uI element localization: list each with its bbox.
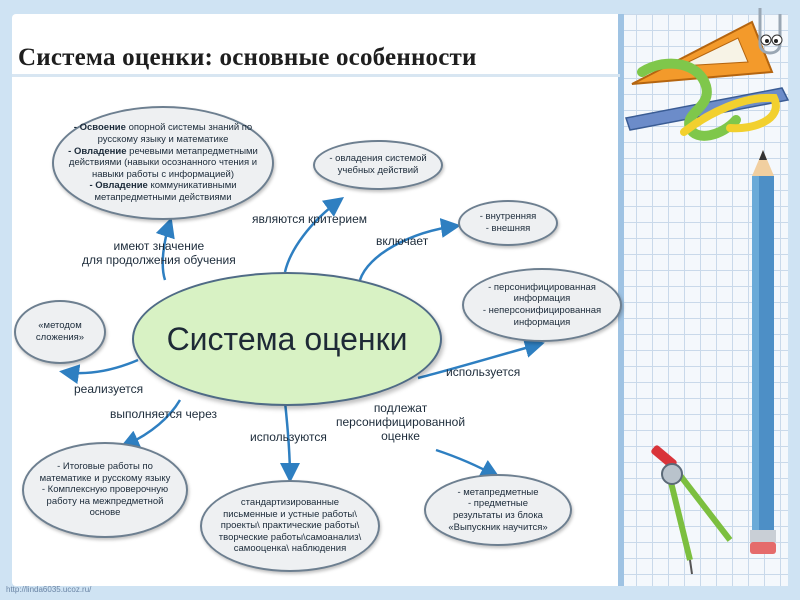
node-includes-line1: - внутренняя [479,211,537,223]
node-criterion-line2: учебных действий [337,165,419,176]
arrow-to-final [119,399,182,449]
node-mastery-line4: действиями (навыки осознанного чтения и [68,157,258,169]
node-mastery-line6-rest: коммуникативными [147,180,237,192]
page-title: Система оценки: основные особенности [18,44,477,71]
node-criterion: - овладения системой учебных действий [313,140,443,190]
node-meta-line3: результаты из блока [453,510,543,521]
node-standard: стандартизированные письменные и устные … [200,480,380,572]
label-used-bottom: используются [250,430,327,444]
node-standard-line2: письменные и устные работы\ [223,508,357,520]
label-subject-line3: оценке [381,428,420,443]
node-info-line2: информация [513,293,571,305]
node-criterion-line1: - овладения системой [329,153,427,165]
node-info-line3: - неперсонифицированная [482,305,602,316]
node-method: «методом сложения» [14,300,106,364]
label-importance: имеют значение для продолжения обучения [82,239,236,268]
node-mastery-line1-bold: - Освоение [73,122,126,134]
pencil-icon [750,150,776,554]
center-node-label: Система оценки [166,320,408,357]
node-meta-line1: - метапредметные [457,486,539,498]
node-mastery-line3: - Овладение речевыми метапредметными [68,146,258,158]
arrow-to-method [59,358,139,385]
arrow-to-standard [279,401,300,483]
center-node: Система оценки [132,272,442,406]
node-final-line1: - Итоговые работы по [57,461,153,473]
label-includes: включает [376,234,429,248]
node-info-line4: информация [513,316,571,328]
node-standard-line5: самооценка\ наблюдения [233,543,347,555]
node-method-line1: «методом [38,320,82,332]
node-meta-line4: «Выпускник научится» [448,521,548,533]
node-meta: - метапредметные - предметные результаты… [424,474,572,546]
label-subject-line2: персонифицированной [336,414,466,429]
arrow-to-includes [358,218,461,281]
yellow-template-icon [680,93,780,136]
node-mastery-line2: русскому языку и математике [97,134,229,146]
node-mastery-line3-rest: речевыми метапредметными [126,145,258,157]
label-realized: реализуется [74,382,144,396]
node-mastery-line6-bold: - Овладение [89,180,148,192]
node-mastery-line7: метапредметными действиями [94,191,232,203]
label-used-right: используется [446,365,521,379]
label-performed: выполняется через [110,407,218,421]
title-underline [12,74,620,77]
node-info: - персонифицированная информация - непер… [462,268,622,342]
node-mastery-line6: - Овладение коммуникативными [89,180,236,192]
node-mastery-line5: навыки работы с информацией) [91,168,235,180]
arrow-to-meta [435,448,501,479]
node-final-line4: работу на межпредметной [46,495,164,507]
node-final: - Итоговые работы по математике и русско… [22,442,188,538]
node-final-line2: математике и русскому языку [39,472,171,484]
node-mastery-line3-bold: - Овладение [68,145,127,157]
node-method-line2: сложения» [35,332,85,343]
label-subject-line1: подлежат [373,401,428,415]
node-mastery: - Освоение опорной системы знаний по рус… [52,106,274,220]
arrow-to-mastery [155,217,175,281]
node-standard-line4: творческие работы\самоанализ\ [218,531,362,543]
node-final-line5: основе [89,507,121,519]
node-meta-line2: - предметные [467,498,529,510]
label-criterion: являются критерием [252,212,367,226]
curve-template-icon [637,58,741,141]
node-standard-line3: проекты\ практические работы\ [220,520,360,532]
node-info-line1: - персонифицированная [488,281,596,293]
arrow-to-info [417,338,545,380]
node-includes-line2: - внешняя [485,223,531,234]
paperclip-mascot-icon [758,8,783,55]
node-final-line3: - Комплексную проверочную [41,484,169,496]
label-importance-line1: имеют значение [113,239,205,253]
source-link[interactable]: http://linda6035.ucoz.ru/ [6,585,92,594]
node-mastery-line1: - Освоение опорной системы знаний по [74,122,252,134]
compass-icon [651,445,733,575]
arrow-to-criterion [283,197,345,273]
node-mastery-line1-rest: опорной системы знаний по [125,122,253,134]
node-includes: - внутренняя - внешняя [458,200,558,246]
node-standard-line1: стандартизированные [240,497,340,509]
label-subject: подлежат персонифицированной оценке [336,401,466,443]
label-importance-line2: для продолжения обучения [82,252,236,267]
